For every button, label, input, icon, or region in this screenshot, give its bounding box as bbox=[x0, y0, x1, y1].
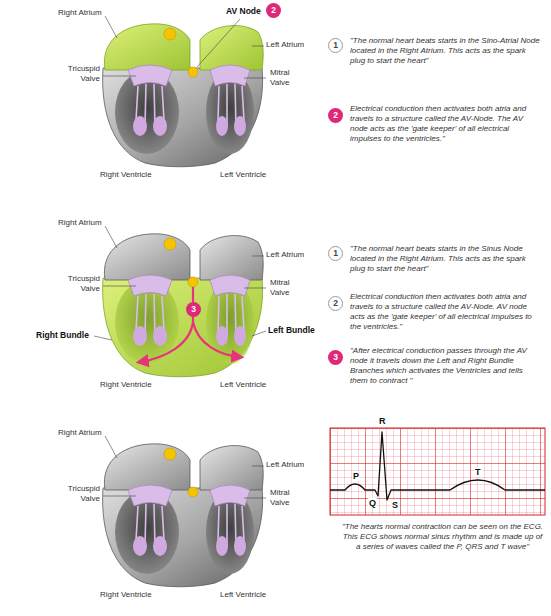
callout-number: 2 bbox=[266, 3, 281, 18]
heart-part-label: Right Atrium bbox=[58, 8, 102, 18]
description-text: "The normal heart beats starts in the Si… bbox=[350, 36, 542, 66]
heart-part-label: Tricuspid Valve bbox=[60, 274, 100, 294]
heart-part-label: Right Ventricle bbox=[100, 380, 152, 390]
description-text: "After electrical conduction passes thro… bbox=[350, 346, 542, 386]
ecg-wave-label: R bbox=[378, 416, 387, 426]
heart-part-label: Right Ventricle bbox=[100, 590, 152, 600]
heart-part-label: Mitral Valve bbox=[270, 68, 302, 88]
callout-number: 2 bbox=[328, 108, 343, 123]
heart-illustration bbox=[103, 436, 266, 587]
heart-part-label: Right Bundle bbox=[36, 330, 89, 340]
heart-part-label: Left Bundle bbox=[268, 325, 315, 335]
description-text: Electrical conduction then activates bot… bbox=[350, 292, 542, 332]
heart-illustration bbox=[103, 16, 266, 167]
description-text: "The normal heart beats starts in the Si… bbox=[350, 244, 542, 274]
heart-part-label: AV Node bbox=[226, 6, 261, 16]
description-text: Electrical conduction then activates bot… bbox=[350, 104, 542, 144]
heart-part-label: Left Ventricle bbox=[220, 590, 266, 600]
heart-part-label: Right Atrium bbox=[58, 428, 102, 438]
heart-part-label: Tricuspid Valve bbox=[60, 64, 100, 84]
ecg-strip bbox=[330, 428, 545, 515]
heart-part-label: Tricuspid Valve bbox=[60, 484, 100, 504]
ecg-wave-label: P bbox=[352, 471, 360, 481]
ecg-wave-label: T bbox=[474, 467, 482, 477]
ecg-wave-label: S bbox=[391, 500, 399, 510]
ecg-wave-label: Q bbox=[368, 498, 377, 508]
callout-number: 1 bbox=[328, 246, 343, 261]
callout-number: 3 bbox=[186, 302, 201, 317]
heart-part-label: Left Ventricle bbox=[220, 170, 266, 180]
heart-part-label: Right Ventricle bbox=[100, 170, 152, 180]
heart-illustration bbox=[94, 226, 266, 377]
callout-number: 2 bbox=[328, 296, 343, 311]
heart-part-label: Left Atrium bbox=[266, 250, 304, 260]
heart-part-label: Mitral Valve bbox=[270, 278, 302, 298]
heart-part-label: Mitral Valve bbox=[270, 488, 302, 508]
callout-number: 3 bbox=[328, 350, 343, 365]
heart-part-label: Left Atrium bbox=[266, 460, 304, 470]
heart-part-label: Left Atrium bbox=[266, 40, 304, 50]
ecg-caption: "The hearts normal contraction can be se… bbox=[340, 522, 545, 552]
heart-part-label: Right Atrium bbox=[58, 218, 102, 228]
heart-part-label: Left Ventricle bbox=[220, 380, 266, 390]
callout-number: 1 bbox=[328, 38, 343, 53]
